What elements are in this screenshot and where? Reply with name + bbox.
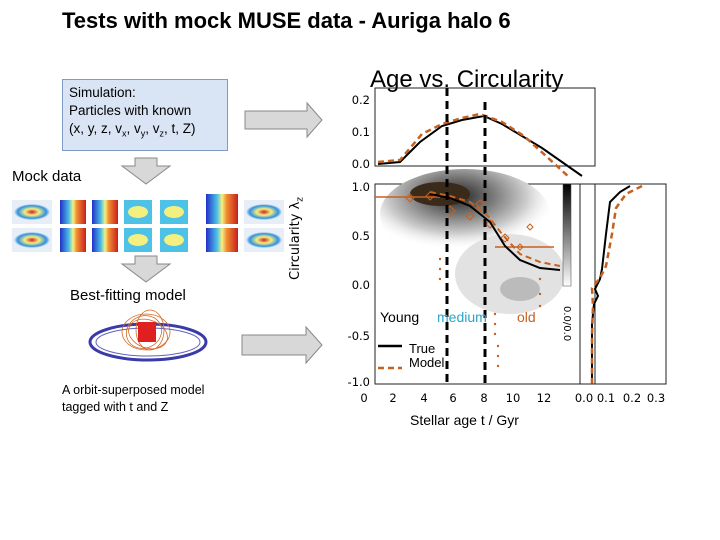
left-tick-1: 0.5	[352, 229, 370, 243]
legend-old: old	[517, 309, 536, 325]
model-points	[438, 257, 542, 368]
arrow-down-icon	[120, 157, 172, 185]
legend-model: Model	[409, 355, 445, 370]
right-tick-2: 0.2	[623, 391, 641, 405]
left-tick-0: 1.0	[352, 180, 370, 194]
x-axis-label: Stellar age t / Gyr	[410, 412, 519, 428]
bottom-tick-1: 2	[389, 391, 396, 405]
bottom-tick-5: 10	[506, 391, 521, 405]
right-tick-0: 0.0	[575, 391, 593, 405]
mock-data-label: Mock data	[12, 168, 82, 185]
orbit-model-label: A orbit-superposed model tagged with t a…	[62, 382, 204, 416]
legend-young: Young	[380, 309, 420, 325]
right-tick-3: 0.3	[647, 391, 665, 405]
top-panel: 0.2 0.1 0.0	[352, 87, 596, 179]
legend-true: True	[409, 341, 436, 356]
main-model-line	[429, 191, 561, 267]
left-tick-3: -0.5	[348, 329, 370, 343]
bottom-tick-3: 6	[449, 391, 456, 405]
simulation-line-2: Particles with known	[69, 103, 192, 118]
bottom-tick-2: 4	[420, 391, 427, 405]
top-model-line	[377, 112, 571, 179]
orbit-label-line-1: A orbit-superposed model	[62, 383, 205, 397]
top-tick-0: 0.2	[352, 93, 370, 107]
simulation-line-3: (x, y, z, vx, vy, vz, t, Z)	[69, 121, 196, 139]
y-axis-label: Circularity λz	[288, 196, 306, 280]
bottom-tick-6: 12	[537, 391, 552, 405]
legend-medium: medium	[437, 309, 487, 325]
right-panel: 0.0 0.1 0.2 0.3	[575, 183, 667, 405]
age-circularity-figure: 0.2 0.1 0.0	[348, 87, 667, 405]
slide-title: Tests with mock MUSE data - Auriga halo …	[62, 8, 511, 33]
simulation-box: Simulation: Particles with known (x, y, …	[62, 79, 228, 151]
main-panel: 1.0 0.5 0.0 -0.5 -1.0 0 2 4 6 8 10 12	[348, 88, 596, 405]
top-tick-2: 0.0	[352, 157, 370, 171]
top-true-line	[377, 114, 583, 177]
right-model-line	[590, 184, 643, 384]
orbit-model-image	[88, 309, 208, 362]
simulation-line-1: Simulation:	[69, 85, 136, 100]
right-true-line	[591, 185, 631, 384]
left-tick-4: -1.0	[348, 375, 370, 389]
arrow-right-icon	[244, 101, 323, 139]
arrow-down-icon	[120, 255, 172, 283]
orbit-label-line-2: tagged with t and Z	[62, 400, 169, 414]
mock-map-row-2	[12, 228, 284, 252]
mock-map-row-1	[12, 194, 284, 224]
arrow-right-icon	[241, 325, 323, 365]
colorbar-label: 0.0/0.0	[561, 306, 572, 342]
bottom-tick-4: 8	[480, 391, 487, 405]
main-true-line	[429, 193, 561, 271]
bottom-tick-0: 0	[360, 391, 367, 405]
colorbar	[562, 183, 572, 287]
mock-data-maps	[12, 194, 284, 252]
best-fit-label: Best-fitting model	[70, 287, 186, 304]
left-tick-2: 0.0	[352, 278, 370, 292]
right-tick-1: 0.1	[597, 391, 615, 405]
top-tick-1: 0.1	[352, 125, 370, 139]
